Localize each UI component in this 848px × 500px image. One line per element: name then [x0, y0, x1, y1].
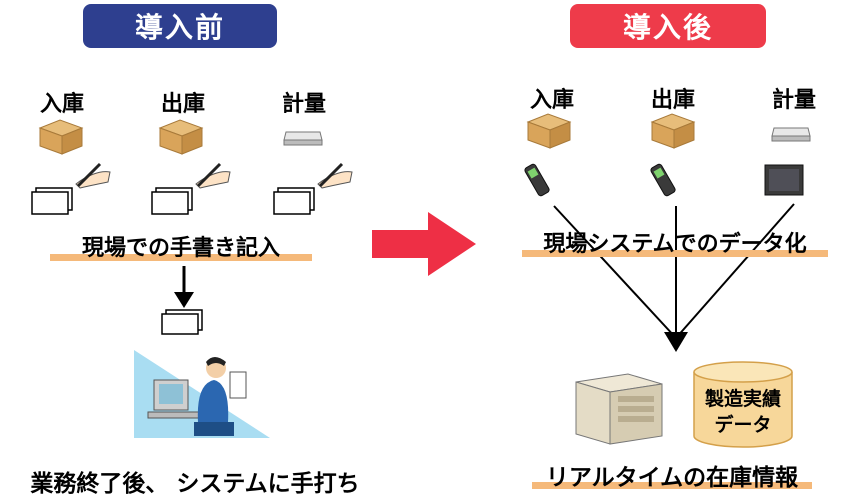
after-col-weighing: 計量 [771, 88, 816, 113]
before-scale-icon [283, 131, 323, 146]
after-field-underline [522, 250, 828, 257]
before-handwriting-icon-2 [151, 162, 231, 215]
before-field-caption: 現場での手書き記入 [81, 236, 280, 261]
after-scale-icon [771, 127, 811, 142]
after-box-icon-2 [650, 113, 696, 149]
before-handwriting-icon-3 [273, 162, 353, 215]
before-title: 導入前 [83, 4, 277, 48]
server-icon [575, 373, 663, 445]
after-col-shipping: 出庫 [650, 88, 695, 113]
database-label-2: データ [714, 414, 772, 436]
computer-operator-icon [134, 350, 270, 438]
before-field-underline [50, 254, 312, 261]
after-box-icon-1 [526, 113, 572, 149]
panel-terminal-icon [764, 164, 804, 196]
database-label-1: 製造実績 [704, 388, 781, 410]
after-col-receiving: 入庫 [529, 88, 574, 113]
before-bottom-caption: 業務終了後、 システムに手打ち [30, 471, 360, 497]
before-col-weighing: 計量 [281, 92, 326, 117]
database-icon [693, 361, 793, 448]
before-col-receiving: 入庫 [39, 92, 84, 117]
handheld-terminal-icon-1 [524, 163, 550, 197]
handheld-terminal-icon-2 [650, 163, 676, 197]
after-title: 導入後 [570, 4, 766, 48]
before-box-icon-1 [38, 119, 84, 155]
transition-arrow [372, 212, 476, 276]
paper-stack-icon [161, 309, 203, 335]
before-handwriting-icon-1 [31, 162, 111, 215]
down-arrow [174, 266, 194, 308]
before-box-icon-2 [158, 119, 204, 155]
after-bottom-caption: リアルタイムの在庫情報 [545, 465, 799, 491]
after-field-caption: 現場システムでのデータ化 [543, 232, 807, 257]
after-bottom-underline [532, 482, 812, 489]
before-col-shipping: 出庫 [160, 92, 205, 117]
